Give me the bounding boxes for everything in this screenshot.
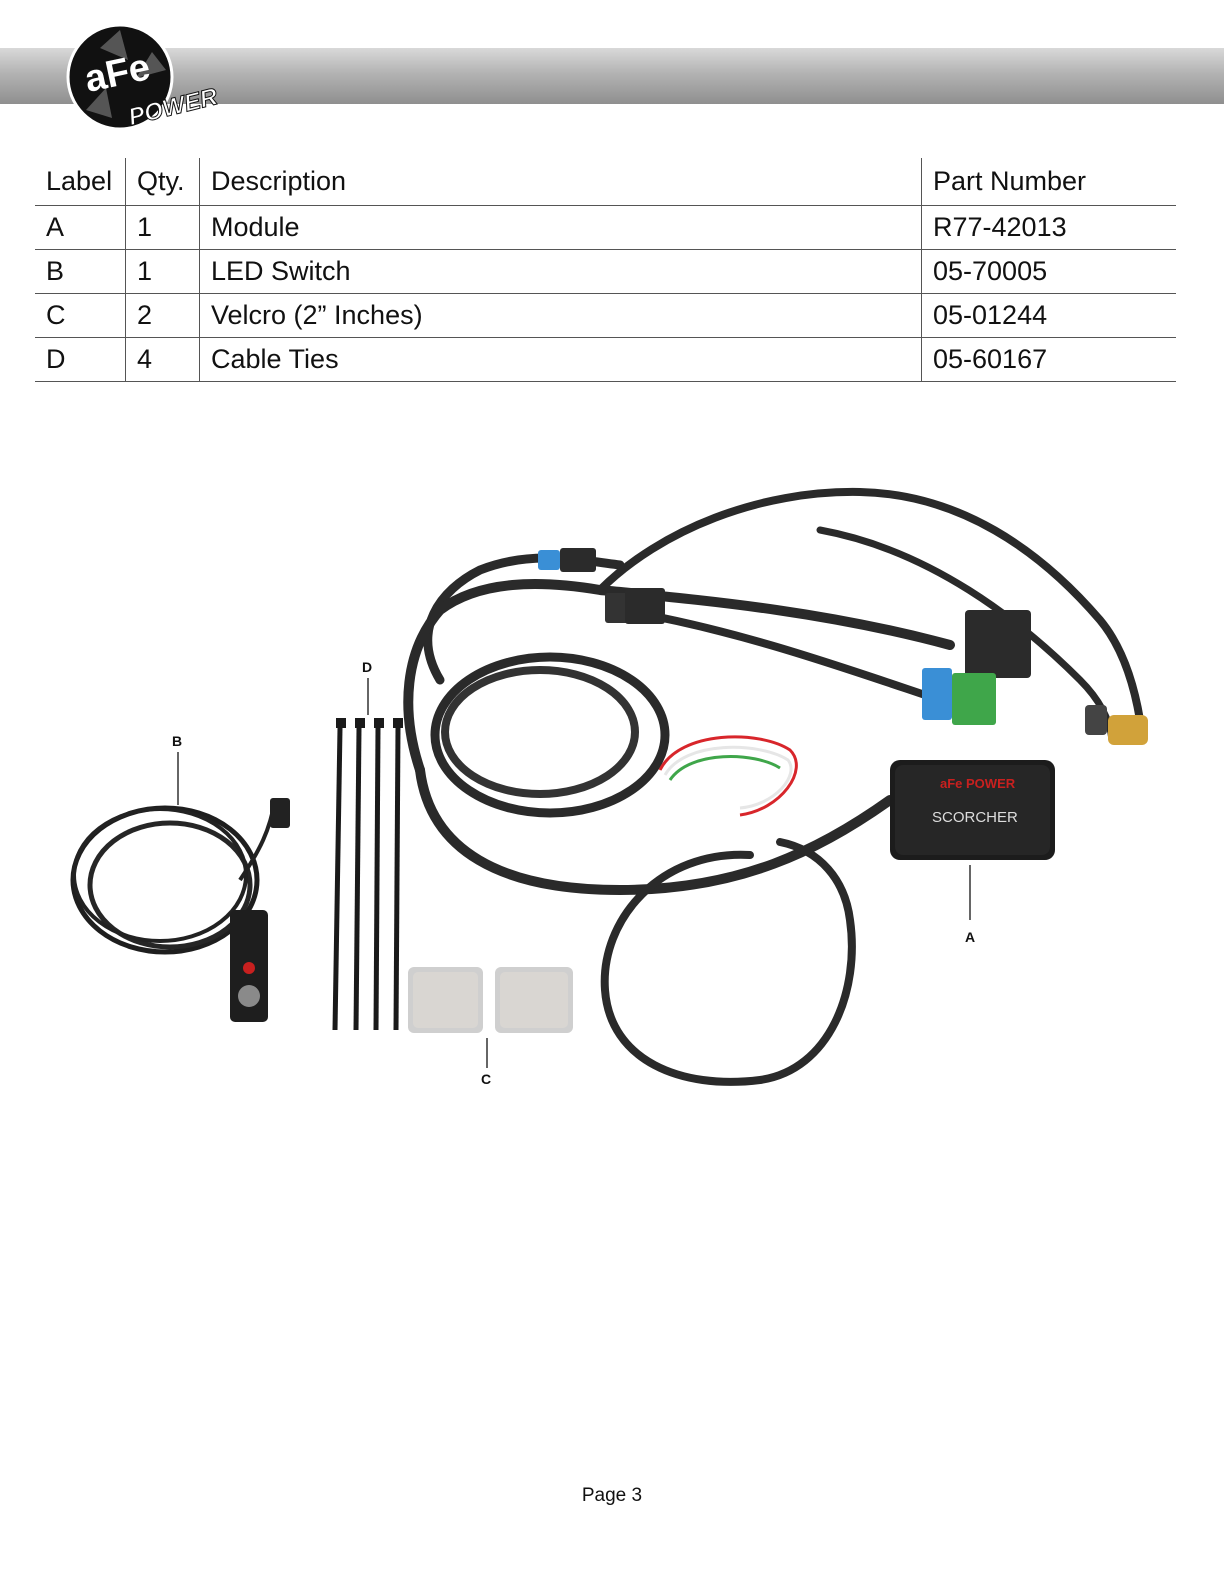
table-row: A 1 Module R77-42013 — [35, 205, 1176, 250]
cell-label: C — [35, 293, 126, 338]
module-brand-text: aFe POWER — [940, 776, 1016, 791]
velcro-c: C — [408, 967, 573, 1087]
page-number: Page 3 — [581, 1485, 643, 1506]
cell-description: Cable Ties — [199, 337, 922, 382]
cell-label: A — [35, 205, 126, 250]
cable-ties-d: D — [332, 659, 403, 1031]
table-header-row: Label Qty. Description Part Number — [35, 158, 1176, 206]
cell-qty: 4 — [125, 337, 200, 382]
callout-b: B — [172, 733, 182, 749]
table-row: D 4 Cable Ties 05-60167 — [35, 337, 1176, 382]
cell-part-number: 05-60167 — [921, 337, 1176, 382]
kit-components-photo: aFe POWER SCORCHER A B D C — [70, 487, 1148, 1087]
col-header-label: Label — [35, 158, 126, 206]
cell-part-number: R77-42013 — [921, 205, 1176, 250]
cell-qty: 1 — [125, 249, 200, 294]
cell-part-number: 05-70005 — [921, 249, 1176, 294]
led-switch-b: B — [70, 733, 290, 1022]
parts-table: Label Qty. Description Part Number A 1 M… — [35, 158, 1176, 382]
callout-a: A — [965, 929, 975, 945]
module-a: aFe POWER SCORCHER A — [890, 760, 1055, 945]
cell-label: D — [35, 337, 126, 382]
header-bar — [0, 48, 1224, 104]
module-label-text: SCORCHER — [932, 809, 1018, 826]
cell-label: B — [35, 249, 126, 294]
col-header-part-number: Part Number — [921, 158, 1176, 206]
cell-description: LED Switch — [199, 249, 922, 294]
cell-description: Module — [199, 205, 922, 250]
callout-c: C — [481, 1071, 491, 1087]
harness-connectors — [538, 548, 1148, 745]
col-header-description: Description — [199, 158, 922, 206]
cell-description: Velcro (2” Inches) — [199, 293, 922, 338]
cell-qty: 1 — [125, 205, 200, 250]
cell-qty: 2 — [125, 293, 200, 338]
table-row: B 1 LED Switch 05-70005 — [35, 249, 1176, 294]
col-header-qty: Qty. — [125, 158, 200, 206]
afe-power-logo: aFe POWER — [66, 23, 221, 132]
wiring-harness — [403, 487, 1144, 1086]
callout-d: D — [362, 659, 372, 675]
power-wires — [658, 735, 798, 817]
table-row: C 2 Velcro (2” Inches) 05-01244 — [35, 293, 1176, 338]
cell-part-number: 05-01244 — [921, 293, 1176, 338]
